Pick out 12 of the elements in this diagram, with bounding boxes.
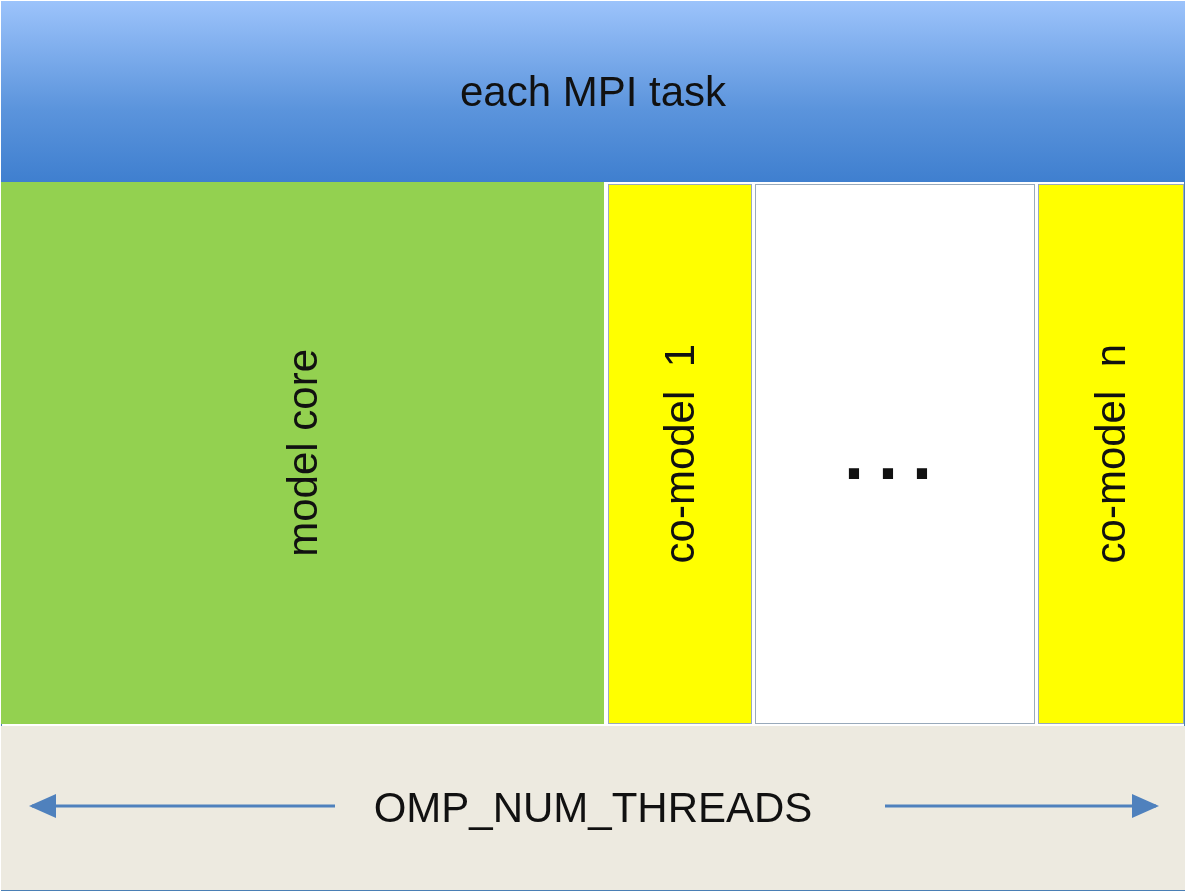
process-box [1038,184,1184,724]
process-box [1,182,604,724]
band-label: each MPI task [459,67,727,116]
footer-band [1,726,1185,890]
header-band [1,1,1185,182]
process-box [608,184,752,724]
ellipsis-text: ... [844,413,946,495]
box-label: co-model n [1087,344,1135,564]
band-label: OMP_NUM_THREADS [373,784,813,832]
box-label: co-model 1 [656,344,704,564]
box-label: model core [278,349,327,557]
process-box [755,184,1035,724]
